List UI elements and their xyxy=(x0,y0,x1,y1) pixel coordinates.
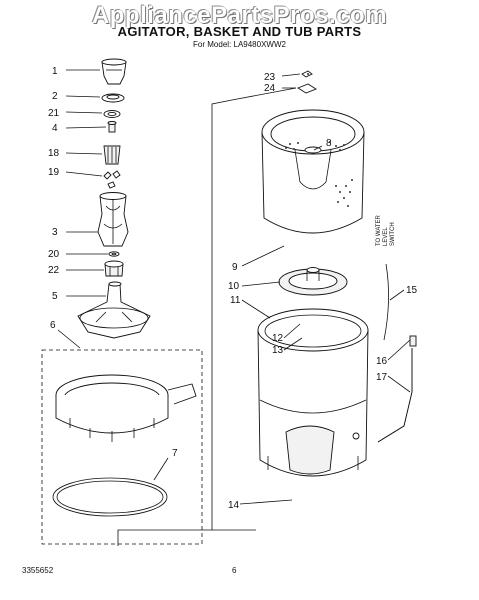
part-hose xyxy=(383,263,389,341)
part-dogs xyxy=(103,170,121,189)
document-number: 3355652 xyxy=(22,566,54,575)
callout-21: 21 xyxy=(48,108,60,119)
part-agitator-cap xyxy=(101,58,127,85)
watermark: AppliancePartsPros.com xyxy=(91,2,388,29)
callout-23: 23 xyxy=(264,72,276,83)
callout-16: 16 xyxy=(376,356,388,367)
part-tub xyxy=(257,308,369,477)
part-cam xyxy=(103,145,121,165)
part-ring xyxy=(103,110,121,118)
page-number: 6 xyxy=(232,566,237,575)
page-title: AGITATOR, BASKET AND TUB PARTS xyxy=(117,24,362,39)
callout-4: 4 xyxy=(52,123,58,134)
part-basket xyxy=(261,109,365,234)
note-line-2: LEVEL xyxy=(383,227,389,246)
callout-19: 19 xyxy=(48,167,60,178)
callout-17: 17 xyxy=(376,372,388,383)
part-balance-ring-group xyxy=(41,349,203,545)
note-line-1: TO WATER xyxy=(376,214,382,246)
part-hose-connector xyxy=(409,335,417,347)
callout-15: 15 xyxy=(406,285,418,296)
part-clip xyxy=(301,70,313,78)
part-agitator-base xyxy=(77,281,151,339)
leader-lines xyxy=(57,69,411,505)
callout-12: 12 xyxy=(272,333,284,344)
callout-22: 22 xyxy=(48,265,60,276)
part-drain-hose xyxy=(377,348,413,443)
callout-6: 6 xyxy=(50,320,56,331)
callout-2: 2 xyxy=(52,91,58,102)
part-hub xyxy=(278,267,348,296)
callout-18: 18 xyxy=(48,148,60,159)
callout-14: 14 xyxy=(228,500,240,511)
part-nut xyxy=(297,83,317,94)
callout-5: 5 xyxy=(52,291,58,302)
callout-3: 3 xyxy=(52,227,58,238)
water-level-note: TO WATER LEVEL SWITCH xyxy=(376,214,396,246)
part-bolt xyxy=(107,121,117,133)
model-subtitle: For Model: LA9480XWW2 xyxy=(193,40,286,49)
callout-24: 24 xyxy=(264,83,276,94)
callout-11: 11 xyxy=(230,295,241,306)
callout-10: 10 xyxy=(228,281,240,292)
part-drive-block xyxy=(104,260,124,277)
basket-perforations xyxy=(285,141,353,207)
part-large-ring xyxy=(52,477,168,517)
callout-7: 7 xyxy=(172,448,178,459)
part-agitator-barrel xyxy=(97,192,129,247)
note-line-3: SWITCH xyxy=(390,222,396,246)
callout-8: 8 xyxy=(326,138,332,149)
part-washer xyxy=(108,251,120,257)
callout-13: 13 xyxy=(272,345,284,356)
callout-20: 20 xyxy=(48,249,60,260)
callout-9: 9 xyxy=(232,262,238,273)
part-seal xyxy=(101,93,125,103)
callout-1: 1 xyxy=(52,66,58,77)
